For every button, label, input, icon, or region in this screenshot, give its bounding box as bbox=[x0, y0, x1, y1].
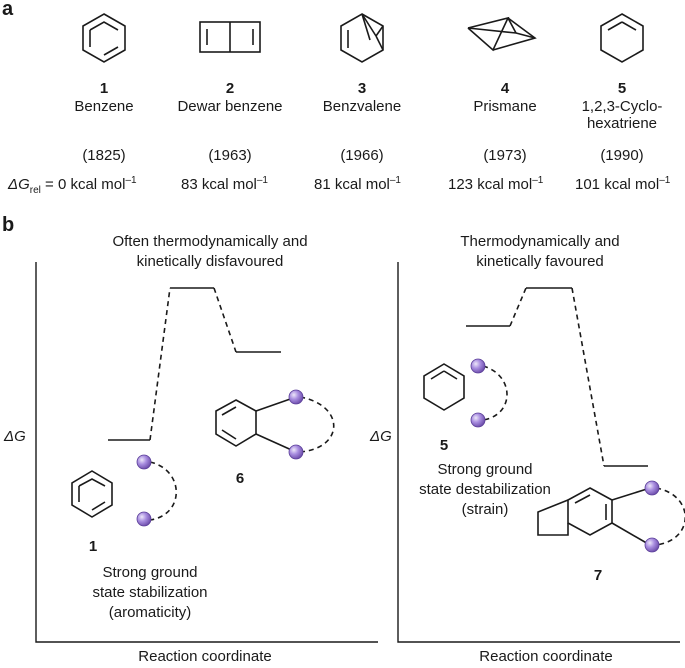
left-note: Strong ground state stabilization (aroma… bbox=[50, 563, 250, 623]
left-reactant-number: 1 bbox=[88, 538, 98, 555]
benzvalene-structure bbox=[340, 13, 384, 63]
panel-b-label: b bbox=[2, 214, 15, 236]
left-y-label: ΔG bbox=[4, 428, 26, 445]
left-title-line1: Often thermodynamically and bbox=[112, 233, 308, 250]
compound-2-number: 2 bbox=[225, 80, 235, 97]
product-7-structure bbox=[537, 487, 651, 546]
right-sphere-top bbox=[470, 358, 486, 374]
benzene-energy-value: = 0 kcal mol bbox=[40, 176, 126, 193]
compound-1-year: (1825) bbox=[82, 147, 126, 164]
unit-superscript-2: –1 bbox=[256, 175, 268, 186]
left-rise bbox=[149, 287, 171, 441]
delta-g-subscript: rel bbox=[29, 185, 41, 196]
left-axes bbox=[35, 262, 378, 643]
compound-2-energy-value: 83 kcal mol bbox=[181, 176, 257, 193]
product-6-reagent-arc bbox=[299, 396, 335, 453]
panel-a-label: a bbox=[2, 0, 14, 20]
compound-1-number: 1 bbox=[99, 80, 109, 97]
compound-1-energy: ΔGrel = 0 kcal mol–1 bbox=[8, 175, 137, 196]
left-sphere-bottom bbox=[136, 511, 152, 527]
right-product-number: 7 bbox=[593, 567, 603, 584]
compound-5-number: 5 bbox=[617, 80, 627, 97]
right-axes bbox=[397, 262, 680, 643]
right-title-line2: kinetically favoured bbox=[476, 253, 604, 270]
right-sphere-bottom bbox=[470, 412, 486, 428]
product-6-structure bbox=[215, 396, 297, 453]
compound-5-energy: 101 kcal mol–1 bbox=[575, 175, 670, 193]
right-fall bbox=[571, 287, 605, 467]
right-note-line3: (strain) bbox=[461, 501, 509, 518]
left-title: Often thermodynamically and kinetically … bbox=[60, 232, 360, 272]
compound-2-name: Dewar benzene bbox=[177, 98, 283, 115]
compound-3-name: Benzvalene bbox=[322, 98, 402, 115]
compound-3-number: 3 bbox=[357, 80, 367, 97]
left-x-label: Reaction coordinate bbox=[138, 648, 272, 665]
right-y-label: ΔG bbox=[370, 428, 392, 445]
right-note: Strong ground state destabilization (str… bbox=[400, 460, 570, 520]
right-rise bbox=[509, 287, 527, 327]
compound-4-name: Prismane bbox=[473, 98, 537, 115]
left-fall bbox=[213, 287, 237, 353]
product-6-sphere-top bbox=[288, 389, 304, 405]
product-6-sphere-bottom bbox=[288, 444, 304, 460]
prismane-structure bbox=[467, 16, 537, 52]
left-note-line2: state stabilization bbox=[92, 584, 208, 601]
left-reagent-arc bbox=[149, 461, 177, 521]
benzene-structure-b bbox=[71, 470, 113, 518]
right-reagent-arc bbox=[482, 365, 508, 421]
compound-2-year: (1963) bbox=[208, 147, 252, 164]
unit-superscript-1: –1 bbox=[125, 175, 137, 186]
compound-2-energy: 83 kcal mol–1 bbox=[181, 175, 268, 193]
unit-superscript-4: –1 bbox=[532, 175, 544, 186]
product-7-sphere-top bbox=[644, 480, 660, 496]
compound-5-name-line1: 1,2,3-Cyclo- bbox=[581, 98, 663, 115]
compound-5-year: (1990) bbox=[600, 147, 644, 164]
compound-4-energy-value: 123 kcal mol bbox=[448, 176, 533, 193]
left-note-line1: Strong ground bbox=[102, 564, 198, 581]
unit-superscript-3: –1 bbox=[389, 175, 401, 186]
cyclohexatriene-structure-b bbox=[423, 363, 465, 411]
compound-4-number: 4 bbox=[500, 80, 510, 97]
dewar-benzene-structure bbox=[199, 21, 261, 53]
compound-4-energy: 123 kcal mol–1 bbox=[448, 175, 543, 193]
right-note-line1: Strong ground bbox=[437, 461, 533, 478]
left-title-line2: kinetically disfavoured bbox=[136, 253, 284, 270]
compound-3-energy-value: 81 kcal mol bbox=[314, 176, 390, 193]
benzene-structure-a bbox=[82, 13, 126, 63]
compound-1-name: Benzene bbox=[74, 98, 134, 115]
compound-4-year: (1973) bbox=[483, 147, 527, 164]
product-7-sphere-bottom bbox=[644, 537, 660, 553]
compound-3-energy: 81 kcal mol–1 bbox=[314, 175, 401, 193]
delta-g-symbol: ΔG bbox=[8, 176, 30, 193]
compound-3-year: (1966) bbox=[340, 147, 384, 164]
right-title: Thermodynamically and kinetically favour… bbox=[420, 232, 660, 272]
cyclohexatriene-structure-a bbox=[600, 13, 644, 63]
right-x-label: Reaction coordinate bbox=[479, 648, 613, 665]
left-note-line3: (aromaticity) bbox=[108, 604, 192, 621]
unit-superscript-5: –1 bbox=[659, 175, 671, 186]
compound-5-name-line2: hexatriene bbox=[586, 115, 658, 132]
right-note-line2: state destabilization bbox=[419, 481, 551, 498]
product-7-reagent-arc bbox=[655, 487, 685, 546]
left-product-number: 6 bbox=[235, 470, 245, 487]
right-reactant-number: 5 bbox=[439, 437, 449, 454]
compound-5-energy-value: 101 kcal mol bbox=[575, 176, 660, 193]
left-sphere-top bbox=[136, 454, 152, 470]
right-title-line1: Thermodynamically and bbox=[460, 233, 620, 250]
